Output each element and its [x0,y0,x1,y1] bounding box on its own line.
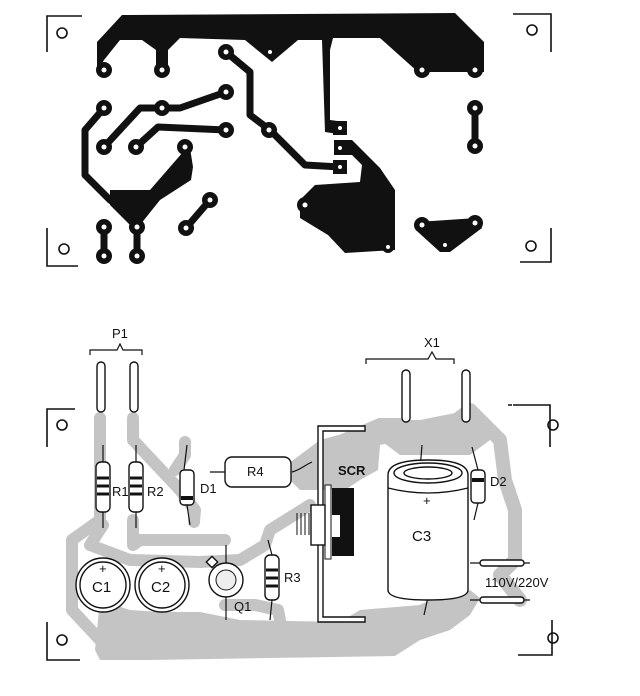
copper-bus-top [97,13,484,135]
svg-text:Q1: Q1 [234,599,251,614]
component-layout: P1 X1 R1 R2 D1 R4 [46,326,559,661]
capacitor-c2: + C2 [134,557,190,613]
p1-label: P1 [112,326,128,341]
transistor-q1: Q1 [205,545,251,620]
svg-text:R1: R1 [112,484,129,499]
x1-bracket [365,350,455,364]
p1-lead-2 [129,361,139,413]
svg-text:D2: D2 [490,474,507,489]
copper-area-right [417,218,482,252]
p1-bracket [89,342,143,355]
x1-lead-2 [461,369,471,423]
copper-layout [46,13,552,267]
p1-lead-1 [96,361,106,413]
diode-d1: D1 [179,444,217,526]
svg-text:D1: D1 [200,481,217,496]
mains-label: 110V/220V [485,575,549,590]
svg-text:C1: C1 [92,579,111,596]
svg-text:C3: C3 [412,528,431,545]
svg-text:R2: R2 [147,484,164,499]
x1-label: X1 [424,335,440,350]
copper-area-scr [300,140,395,253]
diode-d2: D2 [470,446,507,521]
mounting-marks-top [46,13,552,267]
mains-input: 110V/220V [470,559,549,604]
solder-pads [96,44,483,264]
svg-text:C2: C2 [151,579,170,596]
svg-text:+: + [423,493,431,508]
trace-overlay [66,403,527,660]
svg-text:R3: R3 [284,570,301,585]
resistor-r2: R2 [128,445,164,528]
resistor-r1: R1 [95,445,129,528]
copper-area-left [110,148,193,228]
scr-heatsink: SCR [296,425,366,623]
svg-text:+: + [99,561,107,576]
svg-text:+: + [158,561,166,576]
mounting-marks-bottom [46,404,559,661]
capacitor-c3: + C3 [387,444,469,616]
capacitor-c1: + C1 [75,557,131,613]
resistor-r3: R3 [264,539,301,621]
x1-lead-1 [401,369,411,423]
scr-label: SCR [338,463,366,478]
resistor-r4: R4 [210,456,313,488]
svg-text:R4: R4 [247,464,264,479]
